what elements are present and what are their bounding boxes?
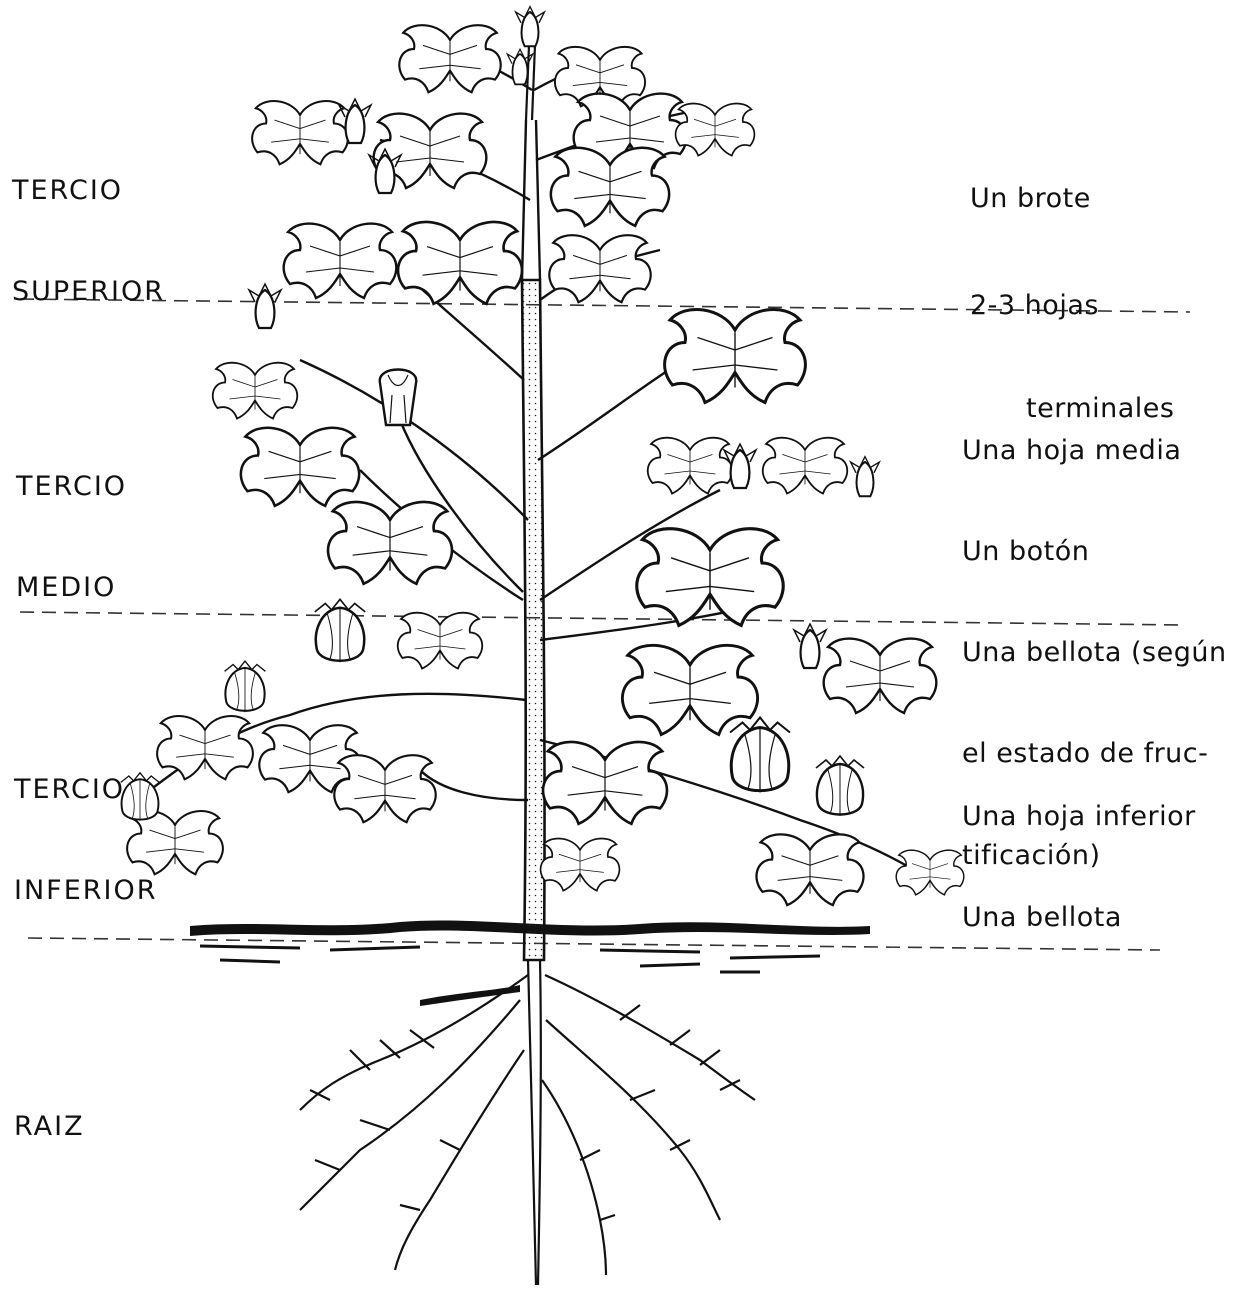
note-line: Una hoja inferior bbox=[962, 800, 1196, 834]
label-line: MEDIO bbox=[16, 571, 127, 605]
main-stem bbox=[522, 280, 545, 960]
note-line: Una hoja media bbox=[962, 434, 1227, 468]
note-line: 2-3 hojas bbox=[970, 289, 1174, 323]
label-tercio-inferior: TERCIO INFERIOR bbox=[14, 705, 158, 941]
label-line: TERCIO bbox=[12, 174, 165, 208]
label-line: INFERIOR bbox=[14, 874, 158, 908]
label-line: RAIZ bbox=[14, 1110, 85, 1144]
label-tercio-superior: TERCIO SUPERIOR bbox=[12, 106, 165, 342]
label-raiz: RAIZ bbox=[14, 1042, 85, 1177]
note-line: Una bellota (según bbox=[962, 636, 1227, 670]
note-tercio-inferior: Una hoja inferior Una bellota bbox=[962, 732, 1196, 968]
label-line: TERCIO bbox=[16, 470, 127, 504]
note-line: Un botón bbox=[962, 535, 1227, 569]
leaves-tercio-superior bbox=[252, 7, 754, 304]
label-line: SUPERIOR bbox=[12, 275, 165, 309]
root-system bbox=[300, 960, 755, 1285]
note-line: Un brote bbox=[970, 182, 1174, 216]
label-line: TERCIO bbox=[14, 773, 158, 807]
note-line: Una bellota bbox=[962, 901, 1196, 935]
label-tercio-medio: TERCIO MEDIO bbox=[16, 402, 127, 638]
